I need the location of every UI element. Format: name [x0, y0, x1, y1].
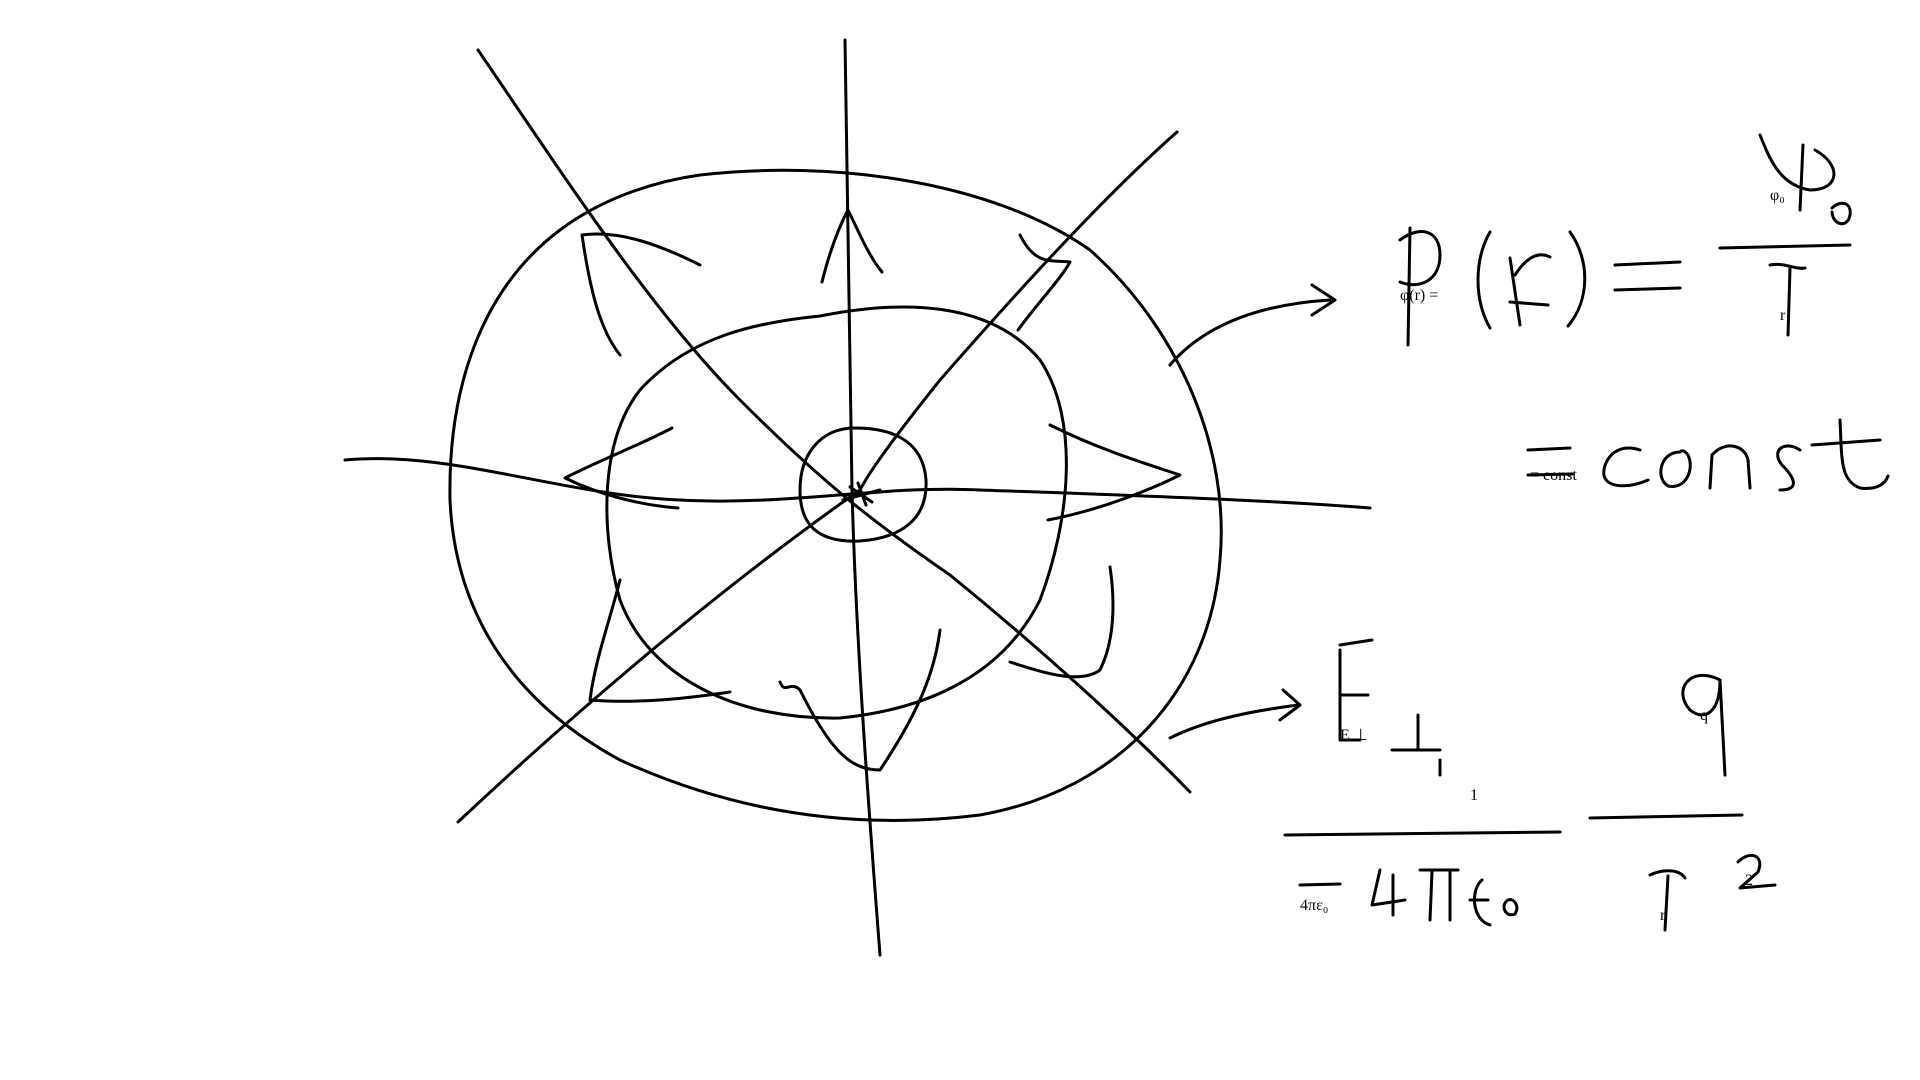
letter-c [1602, 446, 1650, 488]
field-lhs-text: E ⊥ [1340, 727, 1368, 744]
const-text: = const [1530, 467, 1577, 484]
arrow-up [820, 208, 884, 284]
fraction-bar-1 [1718, 243, 1852, 250]
equipotential-surfaces [448, 168, 1223, 822]
phi-symbol [1398, 226, 1442, 347]
potential-numerator-text: φ₀ [1770, 187, 1785, 204]
field-r2-text: r [1660, 907, 1666, 924]
fraction-bar-q [1588, 813, 1744, 820]
field-arrows [563, 208, 1182, 772]
letter-E [1338, 638, 1374, 742]
letter-o [1659, 449, 1692, 488]
arrow-down [778, 628, 942, 772]
arrow-left [563, 426, 680, 510]
equals-1 [1613, 260, 1682, 292]
field-prefactor-num-text: 1 [1470, 787, 1478, 804]
equipotential-middle [605, 305, 1068, 720]
field-line-diag-nw-se [476, 48, 1192, 794]
q-letter [1681, 673, 1727, 777]
phi-zero [1758, 133, 1852, 226]
arrow-up-left [580, 232, 702, 357]
right-paren [1566, 230, 1587, 328]
letter-n [1708, 444, 1752, 490]
arrow-right [1046, 423, 1182, 522]
arrow-down-left [588, 578, 732, 703]
letter-t [1810, 418, 1890, 490]
minus-4-pi-epsilon [1298, 868, 1519, 927]
field-prefactor-den-text: 4πε₀ [1300, 897, 1328, 914]
denominator-r [1768, 262, 1807, 337]
letter-s [1776, 444, 1802, 492]
field-equation: E ⊥ 1 4πε₀ q r 2 [1283, 638, 1777, 932]
r-variable [1508, 253, 1552, 327]
field-line-diag-ne-sw [456, 130, 1179, 824]
potential-lhs-text: φ(r) = [1400, 287, 1438, 304]
equipotential-inner [798, 426, 928, 543]
equals-2 [1526, 446, 1574, 477]
equipotential-outer [448, 168, 1223, 822]
const-equation: = const [1526, 418, 1890, 492]
arrow-down-right [1008, 565, 1115, 679]
perp-symbol [1390, 713, 1442, 777]
fraction-bar-prefactor [1283, 830, 1562, 837]
pointer-arrow-potential [1168, 283, 1337, 367]
exponent-2 [1736, 853, 1777, 890]
pointer-arrow-field [1168, 688, 1302, 740]
left-paren [1476, 230, 1492, 330]
field-q-text: q [1700, 707, 1708, 724]
potential-equation: φ(r) = φ₀ r [1398, 133, 1852, 347]
denominator-r2 [1648, 869, 1687, 932]
point-charge [841, 481, 882, 507]
arrow-up-right [1016, 233, 1072, 332]
field-exp-text: 2 [1745, 872, 1753, 889]
potential-denominator-text: r [1780, 307, 1786, 324]
